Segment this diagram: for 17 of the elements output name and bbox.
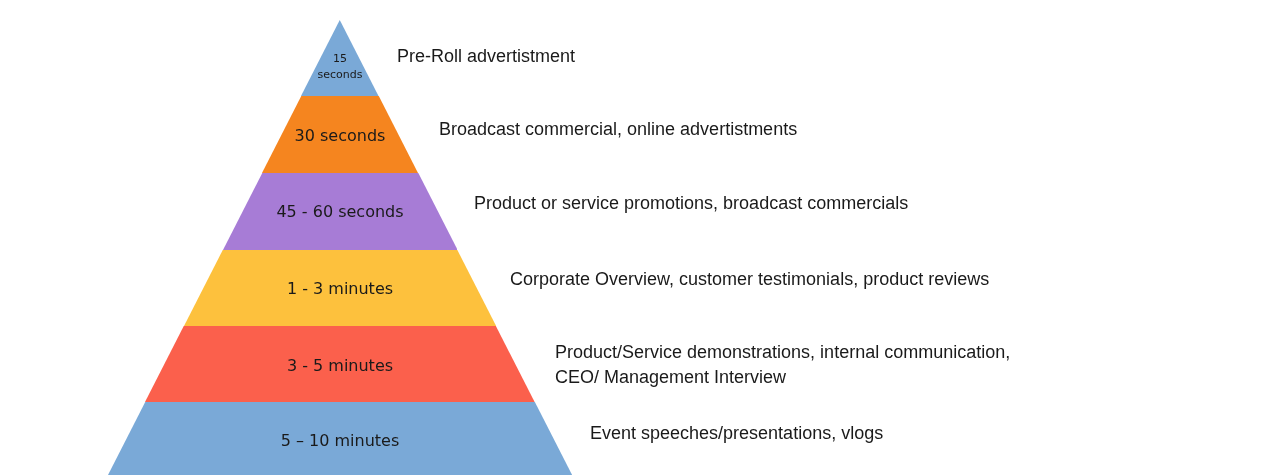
pyramid-tier — [107, 402, 573, 475]
duration-label: 5 – 10 minutes — [280, 430, 400, 450]
pyramid-tier — [183, 250, 497, 326]
use-case-text: Event speeches/presentations, vlogs — [590, 421, 884, 445]
use-case-text: Product or service promotions, broadcast commercials — [474, 191, 909, 215]
duration-label: 1 - 3 minutes — [286, 278, 394, 298]
use-case-text: Corporate Overview, customer testimonials, product reviews — [510, 267, 990, 291]
pyramid-tier — [261, 96, 418, 173]
use-case-text: Pre-Roll advertistment — [397, 44, 576, 68]
duration-label: 3 - 5 minutes — [286, 355, 394, 375]
pyramid-tier — [222, 173, 458, 250]
use-case-text: Broadcast commercial, online advertistments — [439, 117, 798, 141]
duration-label: 15 seconds — [316, 51, 364, 83]
pyramid-tier — [145, 326, 535, 402]
use-case-text: Product/Service demonstrations, internal communication, CEO/ Management Interview — [555, 341, 1012, 389]
duration-label: 30 seconds — [294, 125, 386, 145]
duration-label: 45 - 60 seconds — [276, 201, 404, 221]
